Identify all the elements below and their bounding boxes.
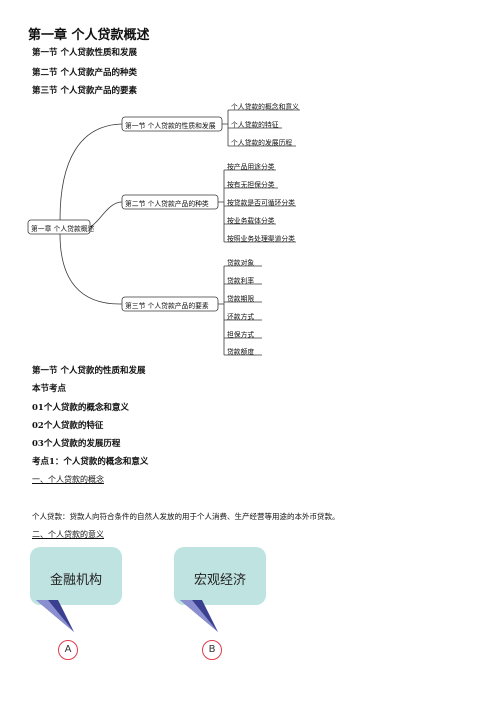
leaf-3-6: 贷款额度: [227, 348, 255, 356]
leaf-1-1: 个人贷款的概念和意义: [231, 103, 299, 111]
card-label: 宏观经济: [194, 573, 247, 588]
card-macro-economy: 宏观经济: [174, 547, 266, 605]
focus-heading: 考点1：个人贷款的概念和意义: [32, 457, 149, 467]
card-b-pointer: [180, 600, 218, 632]
branch-1-label: 第一节 个人贷款的性质和发展: [125, 122, 216, 130]
mindmap-link-2: [89, 201, 123, 228]
chapter-title: 第一章 个人贷款概述: [28, 28, 150, 43]
branch-3-label: 第三节 个人贷款产品的要素: [125, 302, 209, 310]
leaf-3-2: 贷款利率: [227, 277, 255, 285]
leaf-1-2: 个人贷款的特征: [231, 121, 279, 129]
mindmap: [27, 109, 300, 356]
key-point-1: 01个人贷款的概念和意义: [32, 403, 129, 413]
leaf-1-3: 个人贷款的发展历程: [231, 139, 293, 147]
leaf-2-1: 按产品用途分类: [227, 163, 275, 171]
leaf-2-4: 按业务载体分类: [227, 217, 275, 225]
definition-paragraph: 个人贷款：贷款人向符合条件的自然人发放的用于个人消费、生产经营等用途的本外币贷款…: [32, 512, 340, 521]
subheading-concept: 一、个人贷款的概念: [32, 475, 104, 484]
toc-item-1: 第一节 个人贷款性质和发展: [32, 48, 137, 58]
leaf-2-3: 按贷款是否可循环分类: [227, 199, 295, 207]
leaf-3-4: 还款方式: [227, 313, 255, 321]
badge-a: A: [58, 640, 78, 660]
leaf-3-5: 担保方式: [227, 331, 255, 339]
leaf-2-2: 按有无担保分类: [227, 181, 275, 189]
mindmap-link-3: [59, 233, 123, 305]
toc-item-2: 第二节 个人贷款产品的种类: [32, 68, 137, 78]
leaf-3-3: 贷款期限: [227, 295, 255, 303]
mindmap-root: 第一章 个人贷款概述: [31, 225, 95, 233]
leaf-2-5: 按照业务处理渠道分类: [227, 235, 295, 243]
card-a-pointer: [36, 600, 74, 632]
leaf-3-1: 贷款对象: [227, 259, 255, 267]
card-label: 金融机构: [50, 573, 103, 588]
badge-b: B: [202, 640, 222, 660]
card-financial-institutions: 金融机构: [30, 547, 122, 605]
branch-2-label: 第二节 个人贷款产品的种类: [125, 200, 209, 208]
key-point-3: 03个人贷款的发展历程: [32, 439, 121, 449]
toc-item-3: 第三节 个人贷款产品的要素: [32, 86, 137, 96]
subheading-significance: 二、个人贷款的意义: [32, 530, 104, 539]
key-point-2: 02个人贷款的特征: [32, 421, 104, 431]
mindmap-link-1: [59, 123, 123, 221]
section-title: 第一节 个人贷款的性质和发展: [32, 366, 146, 376]
key-points-heading: 本节考点: [32, 384, 67, 394]
